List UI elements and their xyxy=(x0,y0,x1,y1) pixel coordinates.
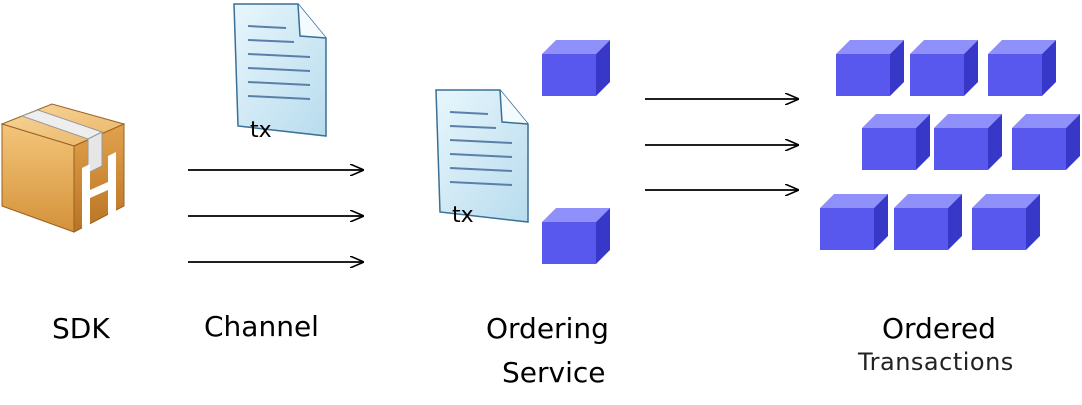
cube-block-icon xyxy=(972,194,1040,250)
package-box-icon xyxy=(0,103,126,233)
cube-block-icon xyxy=(820,194,888,250)
cube-block-icon xyxy=(542,208,610,264)
cube-block-icon xyxy=(862,114,930,170)
cube-block-icon xyxy=(934,114,1002,170)
cube-block-icon xyxy=(910,40,978,96)
tx-label-channel: tx xyxy=(250,118,272,143)
ordered-transactions-label-line1: Ordered xyxy=(882,312,996,345)
cube-block-icon xyxy=(988,40,1056,96)
ordered-blocks xyxy=(820,40,1080,250)
tx-label-ordering: tx xyxy=(452,203,474,228)
cube-block-icon xyxy=(542,40,610,96)
document-icon xyxy=(233,3,327,137)
channel-label: Channel xyxy=(204,310,319,343)
cube-block-icon xyxy=(1012,114,1080,170)
sdk-label: SDK xyxy=(52,312,110,345)
ordering-service-label-line2: Service xyxy=(502,356,606,389)
ordered-arrows xyxy=(645,99,798,190)
ordered-transactions-label-line2: Transactions xyxy=(858,348,1014,376)
ordering-service-label-line1: Ordering xyxy=(486,312,609,345)
document-icon xyxy=(435,89,529,223)
cube-block-icon xyxy=(894,194,962,250)
cube-block-icon xyxy=(836,40,904,96)
channel-arrows xyxy=(188,170,363,262)
